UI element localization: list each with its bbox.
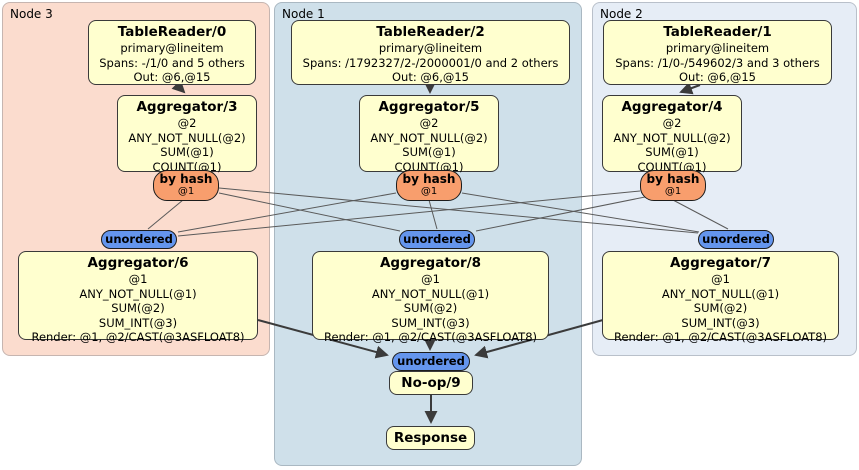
hash-router-node1: by hash @1 <box>396 170 462 201</box>
response-box: Response <box>386 426 475 450</box>
box-title: Aggregator/5 <box>378 99 480 115</box>
box-title: Response <box>393 429 468 446</box>
sync-label: unordered <box>105 232 173 246</box>
box-line: @1 <box>711 272 730 286</box>
box-line: Spans: /1/0-/549602/3 and 3 others <box>615 55 820 70</box>
router-label: by hash <box>402 172 456 186</box>
aggregator-4-box: Aggregator/4 @2 ANY_NOT_NULL(@2) SUM(@1)… <box>602 95 742 174</box>
box-line: Render: @1, @2/CAST(@3ASFLOAT8) <box>323 330 538 344</box>
box-line: @2 <box>419 116 439 130</box>
box-line: SUM(@1) <box>645 145 699 159</box>
table-reader-0-box: TableReader/0 primary@lineitem Spans: -/… <box>88 20 256 85</box>
sync-label: unordered <box>403 232 471 246</box>
box-line: SUM(@2) <box>111 301 165 315</box>
box-title: Aggregator/3 <box>136 99 238 115</box>
router-label: by hash <box>646 172 700 186</box>
box-line: ANY_NOT_NULL(@1) <box>661 286 780 301</box>
box-title: Aggregator/8 <box>379 255 482 271</box>
box-title: TableReader/1 <box>663 24 772 40</box>
node-group-label: Node 1 <box>282 7 325 21</box>
router-detail: @1 <box>664 186 682 197</box>
router-detail: @1 <box>420 186 438 197</box>
box-line: ANY_NOT_NULL(@1) <box>371 286 490 301</box>
aggregator-6-box: Aggregator/6 @1 ANY_NOT_NULL(@1) SUM(@2)… <box>18 251 258 344</box>
box-line: SUM(@2) <box>693 301 748 315</box>
box-line: Spans: -/1/0 and 5 others <box>99 55 245 70</box>
table-reader-1-box: TableReader/1 primary@lineitem Spans: /1… <box>603 20 832 85</box>
box-line: SUM(@1) <box>160 145 214 159</box>
box-line: SUM(@1) <box>402 145 456 159</box>
box-title: TableReader/2 <box>376 24 485 40</box>
box-line: SUM_INT(@3) <box>681 315 760 330</box>
box-line: Render: @1, @2/CAST(@3ASFLOAT8) <box>31 330 245 344</box>
unordered-sync-node3: unordered <box>101 230 177 249</box>
unordered-sync-final: unordered <box>392 352 470 371</box>
box-line: SUM(@2) <box>403 301 458 315</box>
box-line: primary@lineitem <box>378 41 483 55</box>
box-line: @2 <box>662 116 682 130</box>
router-detail: @1 <box>177 186 195 197</box>
box-line: ANY_NOT_NULL(@2) <box>370 130 488 145</box>
box-title: Aggregator/6 <box>87 255 189 271</box>
sync-label: unordered <box>702 232 770 246</box>
box-line: Spans: /1792327/2-/2000001/0 and 2 other… <box>302 55 559 70</box>
box-line: ANY_NOT_NULL(@1) <box>79 286 197 301</box>
unordered-sync-node1: unordered <box>399 230 475 249</box>
box-line: primary@lineitem <box>665 41 770 55</box>
aggregator-8-box: Aggregator/8 @1 ANY_NOT_NULL(@1) SUM(@2)… <box>312 251 549 344</box>
aggregator-3-box: Aggregator/3 @2 ANY_NOT_NULL(@2) SUM(@1)… <box>117 95 257 174</box>
box-line: @2 <box>177 116 197 130</box>
router-label: by hash <box>159 172 213 186</box>
box-line: ANY_NOT_NULL(@2) <box>128 130 246 145</box>
table-reader-2-box: TableReader/2 primary@lineitem Spans: /1… <box>291 20 570 85</box>
box-line: Out: @6,@15 <box>679 70 756 84</box>
unordered-sync-node2: unordered <box>698 230 774 249</box>
box-title: Aggregator/7 <box>669 255 772 271</box>
box-line: SUM_INT(@3) <box>391 315 470 330</box>
noop-box: No-op/9 <box>389 371 473 395</box>
node-group-label: Node 2 <box>600 7 643 21</box>
box-line: @1 <box>421 272 440 286</box>
box-line: SUM_INT(@3) <box>98 315 178 330</box>
hash-router-node3: by hash @1 <box>153 170 219 201</box>
box-line: primary@lineitem <box>120 41 224 55</box>
box-title: No-op/9 <box>401 374 461 391</box>
hash-router-node2: by hash @1 <box>640 170 706 201</box>
box-title: Aggregator/4 <box>621 99 723 115</box>
aggregator-7-box: Aggregator/7 @1 ANY_NOT_NULL(@1) SUM(@2)… <box>602 251 839 344</box>
box-line: Out: @6,@15 <box>392 70 469 84</box>
box-line: @1 <box>128 272 148 286</box>
box-line: ANY_NOT_NULL(@2) <box>613 130 731 145</box>
box-line: Render: @1, @2/CAST(@3ASFLOAT8) <box>613 330 828 344</box>
box-line: Out: @6,@15 <box>133 70 211 84</box>
aggregator-5-box: Aggregator/5 @2 ANY_NOT_NULL(@2) SUM(@1)… <box>359 95 499 174</box>
box-title: TableReader/0 <box>117 24 227 40</box>
node-group-label: Node 3 <box>10 7 53 21</box>
sync-label: unordered <box>397 354 465 368</box>
